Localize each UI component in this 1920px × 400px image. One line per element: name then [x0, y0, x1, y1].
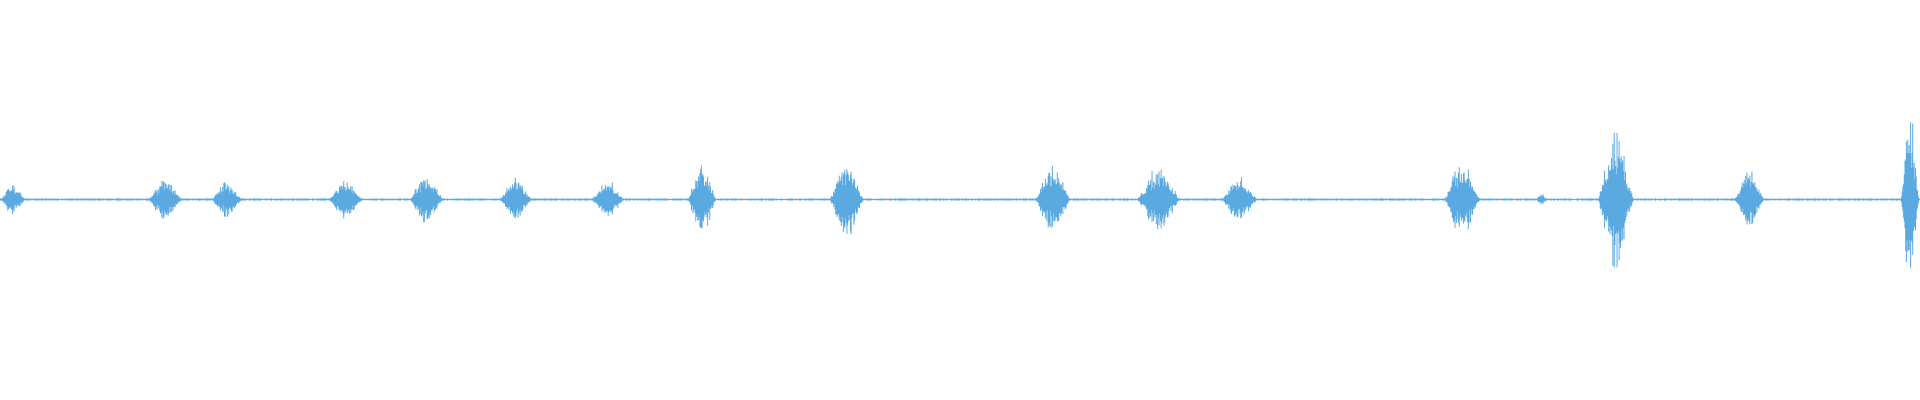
waveform-peaks: [0, 122, 1920, 268]
waveform-burst: [148, 181, 183, 219]
waveform-burst: [1597, 132, 1635, 268]
waveform-burst: [0, 185, 26, 215]
waveform-burst: [687, 165, 717, 229]
waveform-burst: [499, 177, 532, 219]
waveform-burst: [1035, 165, 1072, 228]
waveform-burst: [829, 169, 865, 234]
waveform-burst: [1901, 122, 1920, 268]
waveform-burst: [1221, 177, 1259, 219]
waveform-burst: [1136, 169, 1181, 230]
waveform-burst: [1733, 171, 1766, 225]
waveform-burst: [409, 179, 444, 223]
waveform-burst: [591, 182, 625, 216]
waveform-burst: [1536, 194, 1547, 204]
waveform-burst: [211, 182, 243, 217]
waveform-burst: [328, 181, 364, 219]
waveform-burst: [1444, 167, 1481, 230]
